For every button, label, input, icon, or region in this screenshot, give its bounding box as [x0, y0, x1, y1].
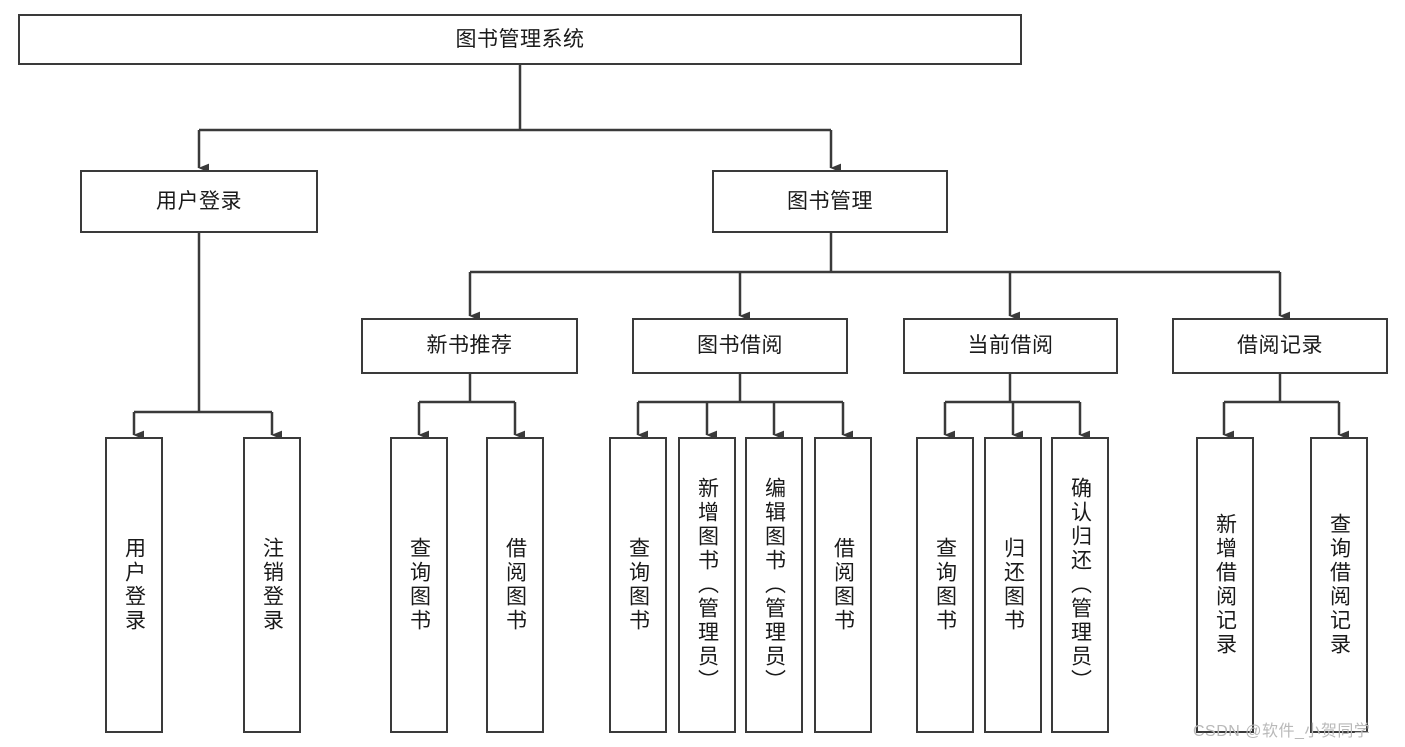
leaf-user-login-login[interactable]: 用户登录: [105, 437, 163, 733]
leaf-borrow-record-add[interactable]: 新增借阅记录: [1196, 437, 1254, 733]
node-label: 借阅记录: [1237, 334, 1323, 358]
leaf-book-borrow-query[interactable]: 查询图书: [609, 437, 667, 733]
node-label: 用户登录: [122, 537, 146, 633]
csdn-watermark: CSDN @软件_小贺同学: [1193, 723, 1371, 740]
node-user-login[interactable]: 用户登录: [80, 170, 318, 233]
node-label: 借阅图书: [831, 537, 855, 633]
node-label: 新增图书（管理员）: [695, 477, 719, 693]
node-book-borrow[interactable]: 图书借阅: [632, 318, 848, 374]
node-label: 新增借阅记录: [1213, 513, 1237, 657]
leaf-current-borrow-confirm[interactable]: 确认归还（管理员）: [1051, 437, 1109, 733]
node-label: 借阅图书: [503, 537, 527, 633]
leaf-book-borrow-edit[interactable]: 编辑图书（管理员）: [745, 437, 803, 733]
node-label: 查询图书: [407, 537, 431, 633]
node-label: 图书借阅: [697, 334, 783, 358]
node-root-system[interactable]: 图书管理系统: [18, 14, 1022, 65]
leaf-user-login-logout[interactable]: 注销登录: [243, 437, 301, 733]
leaf-new-book-query[interactable]: 查询图书: [390, 437, 448, 733]
leaf-borrow-record-query[interactable]: 查询借阅记录: [1310, 437, 1368, 733]
node-label: 归还图书: [1001, 537, 1025, 633]
node-label: 查询借阅记录: [1327, 513, 1351, 657]
node-label: 确认归还（管理员）: [1068, 477, 1092, 693]
node-label: 注销登录: [260, 537, 284, 633]
node-label: 图书管理系统: [455, 27, 585, 51]
node-book-management[interactable]: 图书管理: [712, 170, 948, 233]
node-label: 查询图书: [933, 537, 957, 633]
node-label: 编辑图书（管理员）: [762, 477, 786, 693]
node-label: 新书推荐: [426, 334, 513, 358]
node-label: 用户登录: [156, 189, 242, 213]
node-new-book-recommend[interactable]: 新书推荐: [361, 318, 578, 374]
node-label: 当前借阅: [967, 334, 1054, 358]
node-label: 图书管理: [787, 189, 873, 213]
node-current-borrow[interactable]: 当前借阅: [903, 318, 1118, 374]
leaf-new-book-borrow[interactable]: 借阅图书: [486, 437, 544, 733]
leaf-current-borrow-query[interactable]: 查询图书: [916, 437, 974, 733]
leaf-book-borrow-add[interactable]: 新增图书（管理员）: [678, 437, 736, 733]
leaf-current-borrow-return[interactable]: 归还图书: [984, 437, 1042, 733]
leaf-book-borrow-borrow[interactable]: 借阅图书: [814, 437, 872, 733]
node-label: 查询图书: [626, 537, 650, 633]
node-borrow-record[interactable]: 借阅记录: [1172, 318, 1388, 374]
